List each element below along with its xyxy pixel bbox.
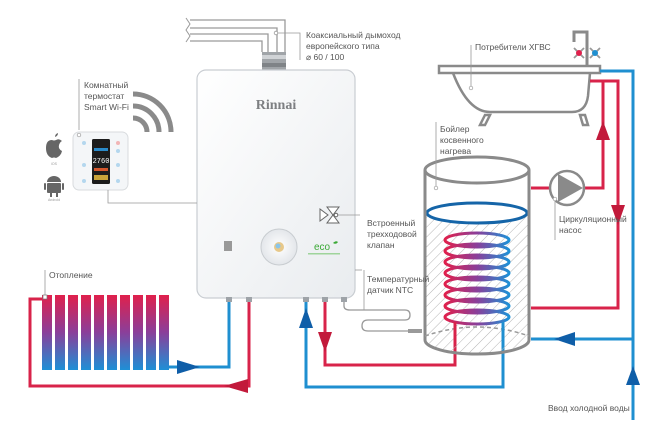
cold-tap-icon (589, 47, 601, 59)
android-icon (44, 176, 64, 197)
label-heating: Отопление (49, 270, 93, 280)
thermostat-display: 2760 (93, 158, 110, 166)
wifi-icon (132, 91, 174, 133)
arrow-cold-inlet (626, 366, 640, 385)
heating-supply-pipe (28, 297, 251, 388)
label-cold-inlet: Ввод холодной воды (548, 403, 630, 413)
cold-water-main (600, 69, 635, 420)
label-thermostat: Комнатный термостат Smart Wi-Fi (84, 80, 129, 112)
smart-thermostat: 2760 (72, 79, 197, 204)
arrow-supply-radiator (224, 379, 248, 393)
brand-logo: Rinnai (256, 98, 297, 113)
coil-return-pipe (304, 302, 505, 389)
label-valve: Встроенный трехходовой клапан (367, 218, 417, 250)
heating-return-pipe (169, 302, 231, 369)
label-consumers: Потребители ХГВС (475, 42, 551, 52)
arrow-cold-tank (554, 332, 575, 346)
ntc-sensor-cable (343, 302, 420, 332)
label-ntc: Температурный датчик NTC (367, 274, 430, 295)
hot-tap-icon (573, 47, 585, 59)
apple-icon (46, 133, 62, 158)
three-way-valve-icon (319, 206, 340, 224)
qr-code-icon (224, 241, 232, 251)
arrow-return-radiator (177, 360, 200, 374)
gas-boiler: Rinnai eco (196, 69, 360, 302)
arrow-recirc-down (611, 205, 625, 225)
label-boiler: Бойлер косвенного нагрева (440, 124, 484, 156)
arrow-hot-up (596, 121, 610, 140)
android-label: Android (48, 198, 60, 202)
heat-exchanger-coil (443, 231, 511, 326)
ios-label: iOS (51, 162, 58, 166)
chimney (185, 17, 301, 72)
dhw-recirculation (531, 79, 620, 310)
label-pump: Циркуляционный насос (559, 214, 627, 235)
label-chimney: Коаксиальный дымоход европейского типа ⌀… (306, 30, 401, 62)
arrow-coil-return (299, 308, 313, 328)
eco-badge: eco (314, 242, 331, 253)
ntc-sensor (408, 329, 422, 333)
indirect-boiler-tank (423, 122, 531, 356)
arrow-coil-supply (318, 332, 332, 352)
radiator (42, 270, 169, 370)
circulation-pump-icon (548, 169, 586, 240)
